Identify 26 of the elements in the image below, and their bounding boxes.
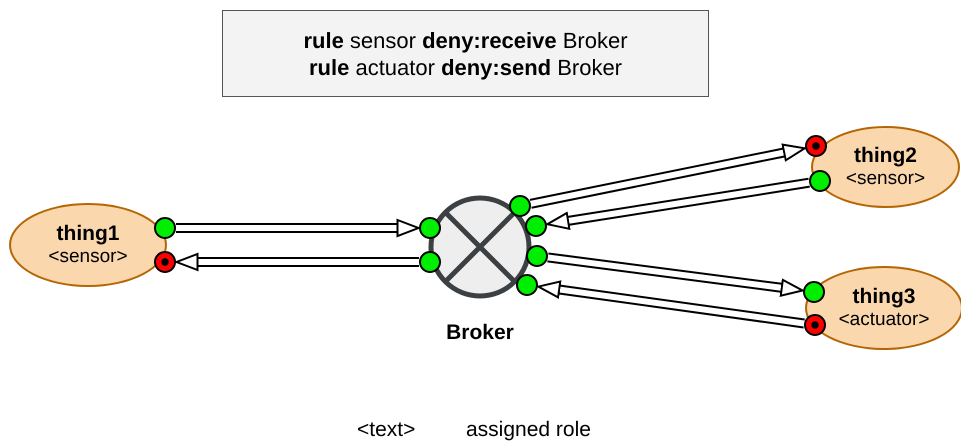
broker-label: Broker: [445, 321, 515, 345]
thing-name: thing1: [56, 222, 120, 246]
port-dot: [525, 215, 547, 237]
port-dot: [509, 195, 531, 217]
rule-text: rule actuator deny:send Broker: [308, 54, 622, 80]
thing-name: thing2: [854, 144, 917, 168]
role-label: <sensor>: [846, 168, 926, 190]
port-dot: [154, 217, 176, 239]
port-dot: [805, 135, 827, 157]
thing-name: thing3: [852, 285, 916, 309]
port-dot: [419, 251, 441, 273]
role-label: <sensor>: [48, 246, 128, 268]
double-arrow: [175, 219, 420, 237]
port-dot: [516, 274, 538, 296]
legend-text: assigned role: [466, 418, 591, 442]
double-arrow: [528, 144, 806, 209]
port-dot: [154, 251, 176, 273]
double-arrow: [546, 252, 804, 297]
port-dot: [419, 217, 441, 239]
rule-text: rule sensor deny:receive Broker: [303, 26, 628, 54]
double-arrow: [537, 280, 806, 328]
role-label: <actuator>: [838, 309, 930, 331]
legend-sample: <text>: [357, 418, 416, 442]
port-dot: [526, 245, 548, 267]
double-arrow: [176, 253, 420, 271]
double-arrow: [546, 178, 811, 230]
